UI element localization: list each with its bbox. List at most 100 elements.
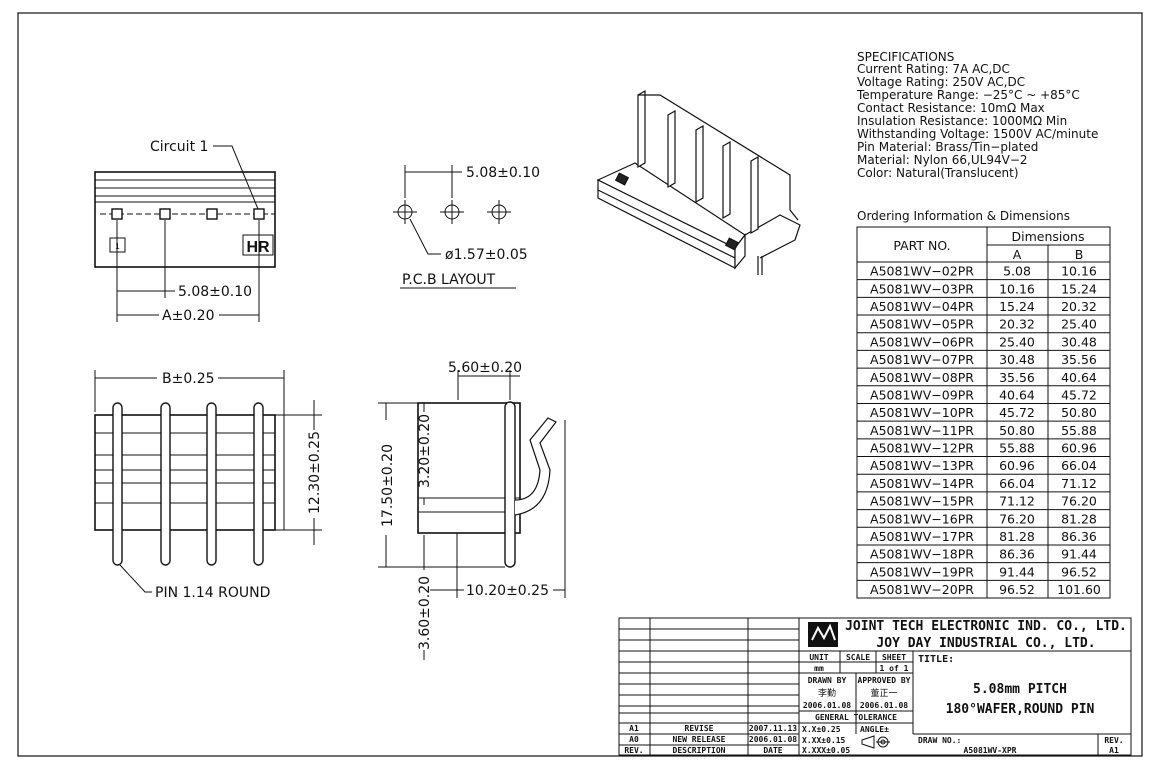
bottom-pin-note: PIN 1.14 ROUND [155, 585, 270, 601]
part-no-cell: A5081WV−16PR [870, 511, 974, 526]
dim-a-cell: 15.24 [999, 299, 1035, 314]
dim-b-cell: 15.24 [1061, 281, 1097, 296]
dim-a-cell: 96.52 [999, 582, 1035, 597]
scale-label: SCALE [846, 653, 870, 662]
side-view: 5.60±0.20 17.50±0.20 3.20±0.20 3.60±0.20… [378, 360, 566, 660]
dim-a-cell: 76.20 [999, 511, 1035, 526]
approved-by-date: 2006.01.08 [860, 701, 908, 710]
tolerance-1: X.X±0.25 [802, 725, 841, 734]
spec-line: Insulation Resistance: 1000MΩ Min [857, 114, 1067, 128]
part-no-cell: A5081WV−06PR [870, 334, 974, 349]
drawn-by-date: 2006.01.08 [803, 701, 851, 710]
rev-a1-date: 2007.11.13 [749, 724, 797, 733]
dim-b-cell: 25.40 [1061, 317, 1097, 332]
dim-b-cell: 20.32 [1061, 299, 1097, 314]
draw-no-value: A5081WV-XPR [964, 746, 1017, 755]
dim-b-cell: 81.28 [1061, 511, 1097, 526]
hr-mark: HR [246, 239, 270, 256]
spec-line: Material: Nylon 66,UL94V−2 [857, 153, 1028, 167]
front-pins [111, 208, 265, 220]
side-total-dim: 17.50±0.20 [380, 444, 396, 527]
dim-a-cell: 10.16 [999, 281, 1035, 296]
sheet-border [17, 12, 1143, 757]
part-no-cell: A5081WV−18PR [870, 547, 974, 562]
sheet-value: 1 of 1 [880, 664, 909, 673]
iso-pins [637, 89, 759, 235]
side-top-dim: 5.60±0.20 [448, 360, 522, 376]
dim-a-cell: 60.96 [999, 458, 1035, 473]
tolerance-2: X.XX±0.15 [802, 736, 846, 745]
dim-b-cell: 66.04 [1061, 458, 1097, 473]
rev-label: REV. [1104, 736, 1123, 745]
dim-a-cell: 35.56 [999, 370, 1035, 385]
drawing-title-1: 5.08mm PITCH [973, 682, 1067, 697]
isometric-view [596, 89, 801, 275]
spec-line: Temperature Range: −25°C ~ +85°C [856, 88, 1080, 102]
rev-header-rev: REV. [624, 746, 643, 755]
tolerance-label: GENERAL TOLERANCE [815, 713, 897, 722]
dim-a-cell: 45.72 [999, 405, 1035, 420]
bottom-view: B±0.25 12.30±0.25 PIN 1.14 ROUND [94, 370, 323, 601]
dim-b-cell: 55.88 [1061, 423, 1097, 438]
pcb-layout: 5.08±0.10 ø1.57±0.05 P.C.B LAYOUT [393, 165, 540, 289]
pcb-holes [393, 200, 511, 224]
dim-a-cell: 5.08 [1003, 264, 1031, 279]
rev-a0-date: 2006.01.08 [749, 735, 797, 744]
unit-label: UNIT [809, 653, 828, 662]
side-upper-dim: 3.20±0.20 [417, 414, 433, 488]
draw-no-label: DRAW NO.: [918, 736, 961, 745]
dim-a-cell: 86.36 [999, 547, 1035, 562]
part-no-cell: A5081WV−09PR [870, 387, 974, 402]
part-no-cell: A5081WV−17PR [870, 529, 974, 544]
circuit-label: Circuit 1 [150, 139, 208, 155]
dim-b-cell: 60.96 [1061, 441, 1097, 456]
pcb-hole-dim: ø1.57±0.05 [445, 247, 528, 263]
bottom-pins [112, 402, 264, 566]
dim-a-cell: 20.32 [999, 317, 1035, 332]
dim-b-cell: 96.52 [1061, 564, 1097, 579]
dim-b-cell: 45.72 [1061, 387, 1097, 402]
dim-b-cell: 30.48 [1061, 334, 1097, 349]
dim-a-cell: 81.28 [999, 529, 1035, 544]
spec-line: Pin Material: Brass/Tin−plated [857, 140, 1038, 154]
side-tail-dim: 3.60±0.20 [417, 576, 433, 650]
header-a: A [1013, 247, 1022, 262]
dim-a-cell: 66.04 [999, 476, 1035, 491]
title-block: A1 REVISE 2007.11.13 A0 NEW RELEASE 2006… [618, 617, 1132, 756]
part-no-cell: A5081WV−02PR [870, 264, 974, 279]
company-name-1: JOINT TECH ELECTRONIC IND. CO., LTD. [845, 619, 1127, 634]
ordering-table: Ordering Information & Dimensions PART N… [856, 209, 1111, 599]
front-a-dim: A±0.20 [162, 308, 214, 324]
rev-header-date: DATE [763, 746, 782, 755]
spec-line: Voltage Rating: 250V AC,DC [857, 75, 1025, 89]
dim-a-cell: 30.48 [999, 352, 1035, 367]
part-no-cell: A5081WV−19PR [870, 564, 974, 579]
dim-a-cell: 55.88 [999, 441, 1035, 456]
part-no-cell: A5081WV−04PR [870, 299, 974, 314]
part-no-cell: A5081WV−12PR [870, 441, 974, 456]
part-no-cell: A5081WV−07PR [870, 352, 974, 367]
spec-line: Current Rating: 7A AC,DC [857, 62, 1010, 76]
rev-a1: A1 [629, 724, 639, 733]
header-dimensions: Dimensions [1012, 229, 1085, 244]
dim-b-cell: 91.44 [1061, 547, 1097, 562]
part-no-cell: A5081WV−08PR [870, 370, 974, 385]
bottom-b-dim: B±0.25 [162, 371, 215, 387]
dim-b-cell: 86.36 [1061, 529, 1097, 544]
part-no-cell: A5081WV−15PR [870, 494, 974, 509]
pcb-title: P.C.B LAYOUT [402, 272, 496, 288]
dim-a-cell: 91.44 [999, 564, 1035, 579]
rev-a0-desc: NEW RELEASE [673, 735, 726, 744]
part-no-cell: A5081WV−13PR [870, 458, 974, 473]
approved-by-name: 董正一 [870, 687, 897, 698]
bottom-height-dim: 12.30±0.25 [307, 431, 323, 514]
dim-b-cell: 101.60 [1057, 582, 1101, 597]
dim-a-cell: 40.64 [999, 387, 1035, 402]
part-no-cell: A5081WV−14PR [870, 476, 974, 491]
dim-b-cell: 76.20 [1061, 494, 1097, 509]
dim-a-cell: 25.40 [999, 334, 1035, 349]
part-no-cell: A5081WV−20PR [870, 582, 974, 597]
angle-label: ANGLE± [860, 725, 889, 734]
